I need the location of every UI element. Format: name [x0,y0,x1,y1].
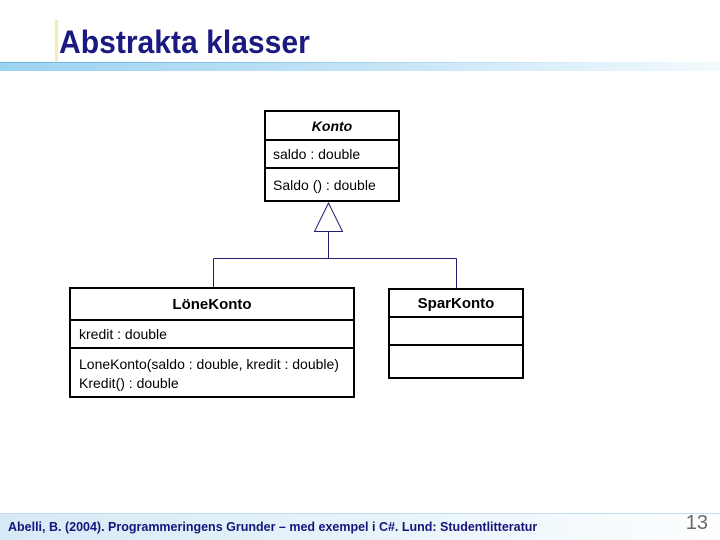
yellow-accent-line [55,20,58,62]
lonekonto-class-box: LöneKonto kredit : double LoneKonto(sald… [69,287,355,398]
lonekonto-method: Kredit() : double [79,375,179,391]
lonekonto-constructor: LoneKonto(saldo : double, kredit : doubl… [79,356,339,372]
footer-band [0,513,720,540]
lonekonto-class-name: LöneKonto [71,289,353,321]
lonekonto-methods: LoneKonto(saldo : double, kredit : doubl… [71,349,353,396]
konto-class-name: Konto [266,112,398,141]
sparkonto-class-box: SparKonto [388,288,524,379]
konto-attribute: saldo : double [266,141,398,169]
footer-citation: Abelli, B. (2004). Programmeringens Grun… [8,520,538,534]
konto-method: Saldo () : double [273,176,376,193]
page-number: 13 [685,512,708,534]
sparkonto-methods-empty [390,346,522,377]
title-accent-bar [0,62,720,71]
inheritance-triangle-icon [313,201,344,232]
slide-title: Abstrakta klasser [59,24,310,60]
sparkonto-class-name: SparKonto [390,290,522,318]
konto-class-box: Konto saldo : double Saldo () : double [264,110,400,202]
lonekonto-attribute: kredit : double [71,321,353,349]
sparkonto-attribute-empty [390,318,522,346]
